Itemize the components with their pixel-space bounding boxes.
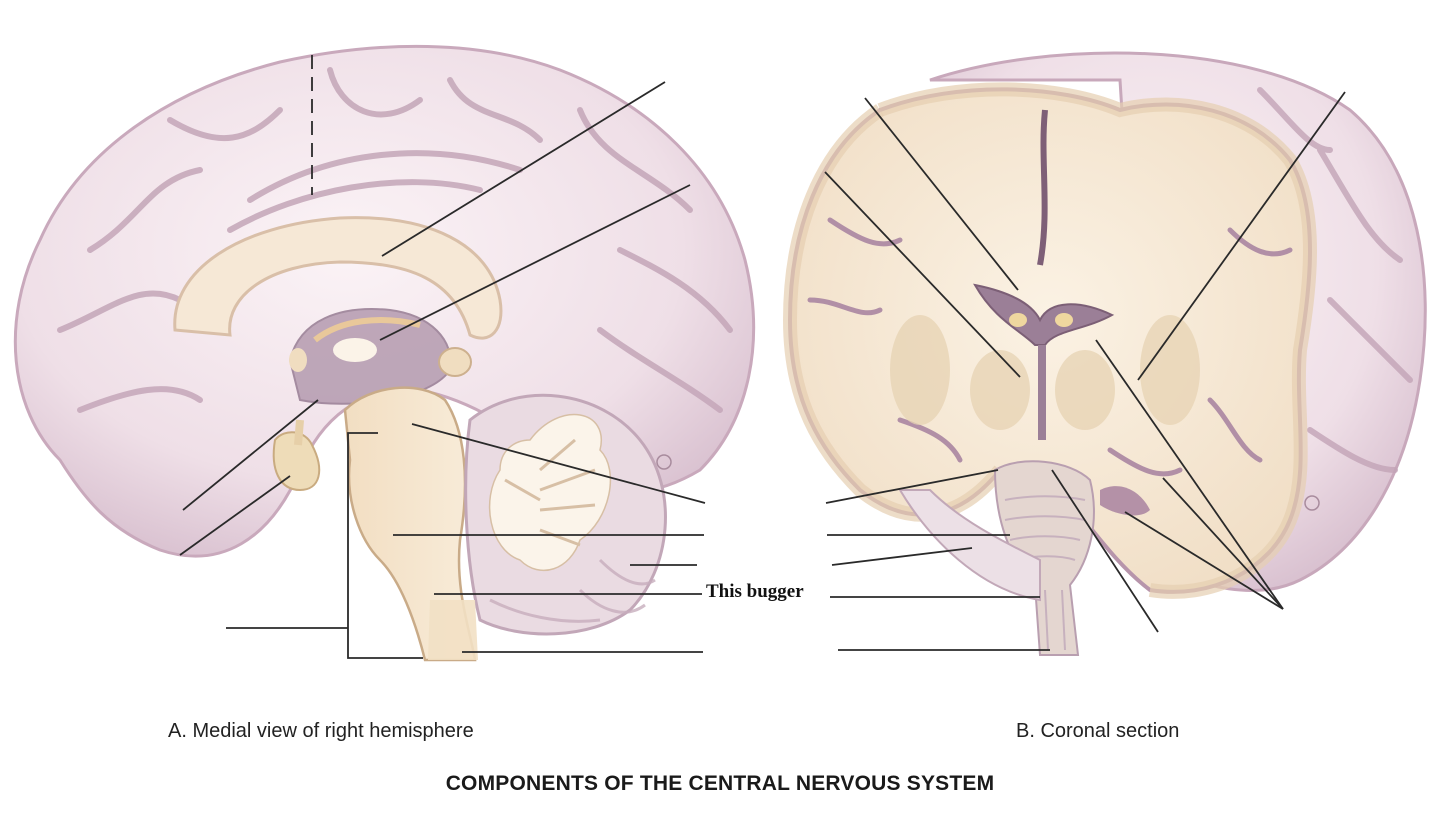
thalamus xyxy=(333,338,377,362)
pineal-gland xyxy=(438,347,472,377)
coronal-section-brain xyxy=(782,51,1427,656)
third-ventricle xyxy=(1038,345,1046,440)
medial-view-brain xyxy=(13,44,755,662)
longitudinal-fissure xyxy=(1037,109,1048,266)
artist-mark xyxy=(656,454,672,470)
lateral-ventricles xyxy=(973,283,1115,346)
spinal-cord xyxy=(428,600,478,660)
basal-ganglia xyxy=(890,315,1200,430)
artist-mark-b xyxy=(1304,495,1320,511)
mammillary-body xyxy=(289,348,307,372)
leader-lines-medial xyxy=(179,55,706,659)
corpus-callosum xyxy=(173,216,503,340)
hippocampus xyxy=(1100,486,1150,516)
panel-a-caption: A. Medial view of right hemisphere xyxy=(168,720,474,742)
caudate-nucleus-left xyxy=(1009,313,1027,327)
coronal-brainstem xyxy=(993,460,1095,656)
caudate-nucleus-right xyxy=(1055,313,1073,327)
annotation-label: This bugger xyxy=(706,581,804,602)
panel-b-caption: B. Coronal section xyxy=(1016,720,1180,742)
figure-title: COMPONENTS OF THE CENTRAL NERVOUS SYSTEM xyxy=(445,772,995,795)
leader-lines-coronal xyxy=(824,91,1346,651)
